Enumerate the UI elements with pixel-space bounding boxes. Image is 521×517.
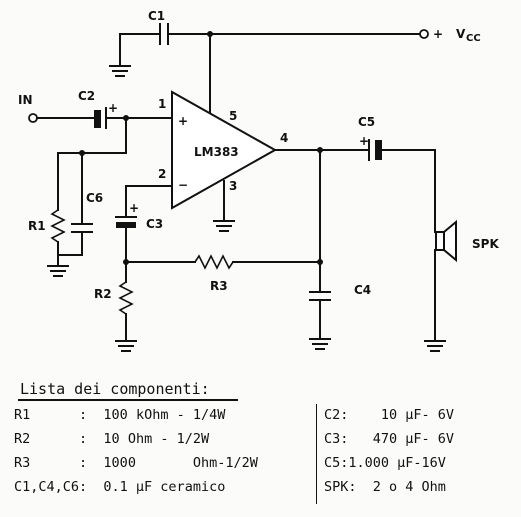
ground-symbol-c1	[109, 65, 131, 77]
part-ref: C1,C4,C6:	[14, 479, 88, 495]
parts-row-spk: SPK: 2 o 4 Ohm	[324, 479, 446, 495]
part-value: : 2 o 4 Ohm	[348, 479, 446, 495]
part-value: : 1000 Ohm-1/2W	[79, 455, 258, 471]
label-pin5: 5	[229, 109, 237, 123]
part-value: : 10 µF- 6V	[340, 407, 455, 423]
ground-symbol-spk	[424, 340, 446, 352]
in-terminal	[28, 113, 38, 123]
label-pin2: 2	[158, 167, 166, 181]
resistor-r2	[118, 281, 134, 315]
parts-row-r3: R3 : 1000 Ohm-1/2W	[14, 455, 258, 471]
label-c2-plus: +	[108, 101, 118, 115]
capacitor-c6	[71, 223, 93, 233]
part-value: : 470 µF- 6V	[340, 431, 455, 447]
label-spk: SPK	[472, 237, 499, 251]
part-ref: SPK	[324, 479, 349, 495]
parts-row-c3: C3: 470 µF- 6V	[324, 431, 454, 447]
parts-row-caps: C1,C4,C6: 0.1 µF ceramico	[14, 479, 225, 495]
circuit-diagram: C1 + V CC IN C2 + 1 5 + LM383 2 − 3 4 C5…	[18, 9, 499, 352]
ground-symbol-pin3	[213, 220, 235, 232]
label-r3: R3	[210, 279, 228, 293]
parts-row-c2: C2: 10 µF- 6V	[324, 407, 454, 423]
capacitor-c3	[115, 216, 137, 228]
ground-symbol-r2	[115, 340, 137, 352]
label-ic: LM383	[194, 145, 239, 159]
resistor-r1	[50, 209, 66, 243]
label-c3: C3	[146, 217, 163, 231]
parts-row-r2: R2 : 10 Ohm - 1/2W	[14, 431, 209, 447]
parts-list: Lista dei componenti: R1 : 100 kOhm - 1/…	[0, 378, 521, 517]
label-vcc-sub: CC	[466, 33, 481, 44]
label-c1: C1	[148, 9, 165, 23]
label-ic-plus: +	[178, 114, 188, 128]
part-ref: R1	[14, 407, 31, 423]
part-ref: C2	[324, 407, 341, 423]
label-pin1: 1	[158, 97, 166, 111]
title-underline	[18, 399, 238, 401]
label-c2: C2	[78, 89, 95, 103]
label-vcc-plus: +	[433, 27, 443, 41]
parts-list-title: Lista dei componenti:	[20, 380, 210, 398]
junction-r3	[317, 259, 323, 265]
ground-symbol-r1	[47, 265, 69, 277]
label-pin3: 3	[229, 179, 237, 193]
ic-lm383	[171, 90, 278, 210]
part-value: : 10 Ohm - 1/2W	[79, 431, 210, 447]
ground-symbol-c4	[309, 338, 331, 350]
capacitor-c4	[309, 291, 331, 301]
part-value: : 100 kOhm - 1/4W	[79, 407, 226, 423]
label-c6: C6	[86, 191, 103, 205]
part-value: :1.000 µF-16V	[340, 455, 446, 471]
part-value: 0.1 µF ceramico	[87, 479, 226, 495]
part-ref: R3	[14, 455, 31, 471]
resistor-r3	[194, 254, 234, 270]
label-r2: R2	[94, 287, 112, 301]
label-ic-minus: −	[178, 178, 188, 192]
label-vcc: V	[456, 27, 466, 41]
column-divider	[316, 404, 317, 504]
capacitor-c2	[94, 107, 107, 129]
part-ref: C3	[324, 431, 341, 447]
label-c4: C4	[354, 283, 371, 297]
capacitor-c1	[159, 23, 169, 45]
label-r1: R1	[28, 219, 46, 233]
speaker-symbol	[435, 219, 457, 263]
part-ref: R2	[14, 431, 31, 447]
parts-row-c5: C5:1.000 µF-16V	[324, 455, 446, 471]
label-c3-plus: +	[129, 201, 139, 215]
vcc-terminal	[419, 29, 429, 39]
label-in: IN	[18, 93, 33, 107]
label-c5: C5	[358, 115, 375, 129]
label-pin4: 4	[280, 131, 288, 145]
part-ref: C5	[324, 455, 341, 471]
capacitor-c5	[368, 139, 382, 161]
label-c5-plus: +	[359, 134, 369, 148]
parts-row-r1: R1 : 100 kOhm - 1/4W	[14, 407, 225, 423]
